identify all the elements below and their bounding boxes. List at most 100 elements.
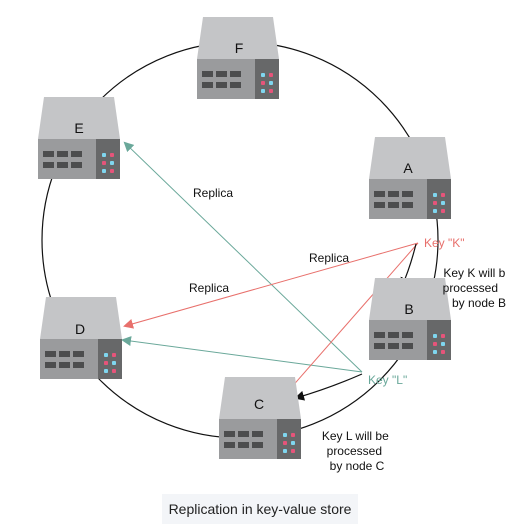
drive-slot	[45, 351, 56, 357]
status-light	[261, 73, 265, 77]
server-node-b	[369, 278, 451, 360]
status-light	[433, 350, 437, 354]
status-light	[441, 334, 445, 338]
drive-slot	[57, 162, 68, 168]
arrow-key-l-to-c	[294, 373, 363, 401]
status-light	[269, 89, 273, 93]
arrow-key-k-replica-to-d	[123, 242, 419, 329]
drive-slot	[374, 332, 385, 338]
status-light	[433, 209, 437, 213]
status-light	[104, 353, 108, 357]
status-light	[110, 169, 114, 173]
status-light	[291, 441, 295, 445]
drive-slot	[224, 442, 235, 448]
drive-slot	[73, 351, 84, 357]
status-light	[110, 161, 114, 165]
drive-slot	[388, 343, 399, 349]
node-label-d: D	[75, 321, 85, 337]
arrow-key-l-replica-to-d	[121, 336, 363, 373]
drive-slot	[202, 71, 213, 77]
key-k-note: Key K will b processed by node B	[443, 266, 506, 310]
drive-slot	[402, 343, 413, 349]
server-panel	[427, 320, 451, 360]
node-label-e: E	[74, 120, 83, 136]
server-node-a	[369, 137, 451, 219]
server-panel	[255, 59, 279, 99]
status-light	[433, 334, 437, 338]
drive-slot	[224, 431, 235, 437]
server-node-e	[38, 97, 120, 179]
drive-slot	[238, 431, 249, 437]
drive-slot	[388, 191, 399, 197]
server-panel	[98, 339, 122, 379]
arrow-key-l-replica-to-e	[123, 141, 363, 373]
status-light	[102, 153, 106, 157]
drive-slot	[71, 151, 82, 157]
status-light	[269, 81, 273, 85]
drive-slot	[230, 71, 241, 77]
status-light	[110, 153, 114, 157]
drive-slot	[374, 202, 385, 208]
node-label-f: F	[235, 40, 244, 56]
drive-slot	[402, 332, 413, 338]
key-l-label: Key "L"	[368, 373, 407, 387]
status-light	[433, 193, 437, 197]
drive-slot	[216, 71, 227, 77]
status-light	[112, 369, 116, 373]
status-light	[112, 361, 116, 365]
drive-slot	[71, 162, 82, 168]
status-light	[102, 169, 106, 173]
server-top	[197, 17, 279, 59]
status-light	[441, 209, 445, 213]
status-light	[283, 449, 287, 453]
server-top	[369, 137, 451, 179]
server-top	[38, 97, 120, 139]
drive-slot	[374, 343, 385, 349]
status-light	[102, 161, 106, 165]
server-top	[369, 278, 451, 320]
status-light	[441, 201, 445, 205]
server-node-f	[197, 17, 279, 99]
drive-slot	[402, 202, 413, 208]
drive-slot	[252, 431, 263, 437]
node-label-a: A	[403, 160, 413, 176]
server-top	[219, 377, 301, 419]
drive-slot	[43, 162, 54, 168]
status-light	[104, 361, 108, 365]
status-light	[441, 350, 445, 354]
replica-label-d-l: Replica	[189, 281, 229, 295]
status-light	[433, 342, 437, 346]
drive-slot	[216, 82, 227, 88]
server-panel	[96, 139, 120, 179]
server-top	[40, 297, 122, 339]
server-panel	[427, 179, 451, 219]
node-label-b: B	[404, 301, 413, 317]
status-light	[441, 193, 445, 197]
drive-slot	[238, 442, 249, 448]
replica-label-e: Replica	[193, 186, 233, 200]
drive-slot	[388, 202, 399, 208]
status-light	[283, 441, 287, 445]
drive-slot	[45, 362, 56, 368]
drive-slot	[388, 332, 399, 338]
server-node-d	[40, 297, 122, 379]
drive-slot	[59, 362, 70, 368]
status-light	[261, 81, 265, 85]
key-l-note: Key L will be processed by node C	[322, 429, 392, 473]
key-k-label: Key "K"	[424, 236, 465, 250]
node-label-c: C	[254, 396, 264, 412]
status-light	[291, 449, 295, 453]
status-light	[283, 433, 287, 437]
status-light	[433, 201, 437, 205]
drive-slot	[43, 151, 54, 157]
drive-slot	[402, 191, 413, 197]
server-panel	[277, 419, 301, 459]
diagram-caption: Replication in key-value store	[162, 494, 358, 524]
status-light	[104, 369, 108, 373]
status-light	[261, 89, 265, 93]
drive-slot	[202, 82, 213, 88]
arrow-key-k-replica-to-c	[281, 242, 419, 399]
replica-label-d-k: Replica	[309, 251, 349, 265]
drive-slot	[374, 191, 385, 197]
